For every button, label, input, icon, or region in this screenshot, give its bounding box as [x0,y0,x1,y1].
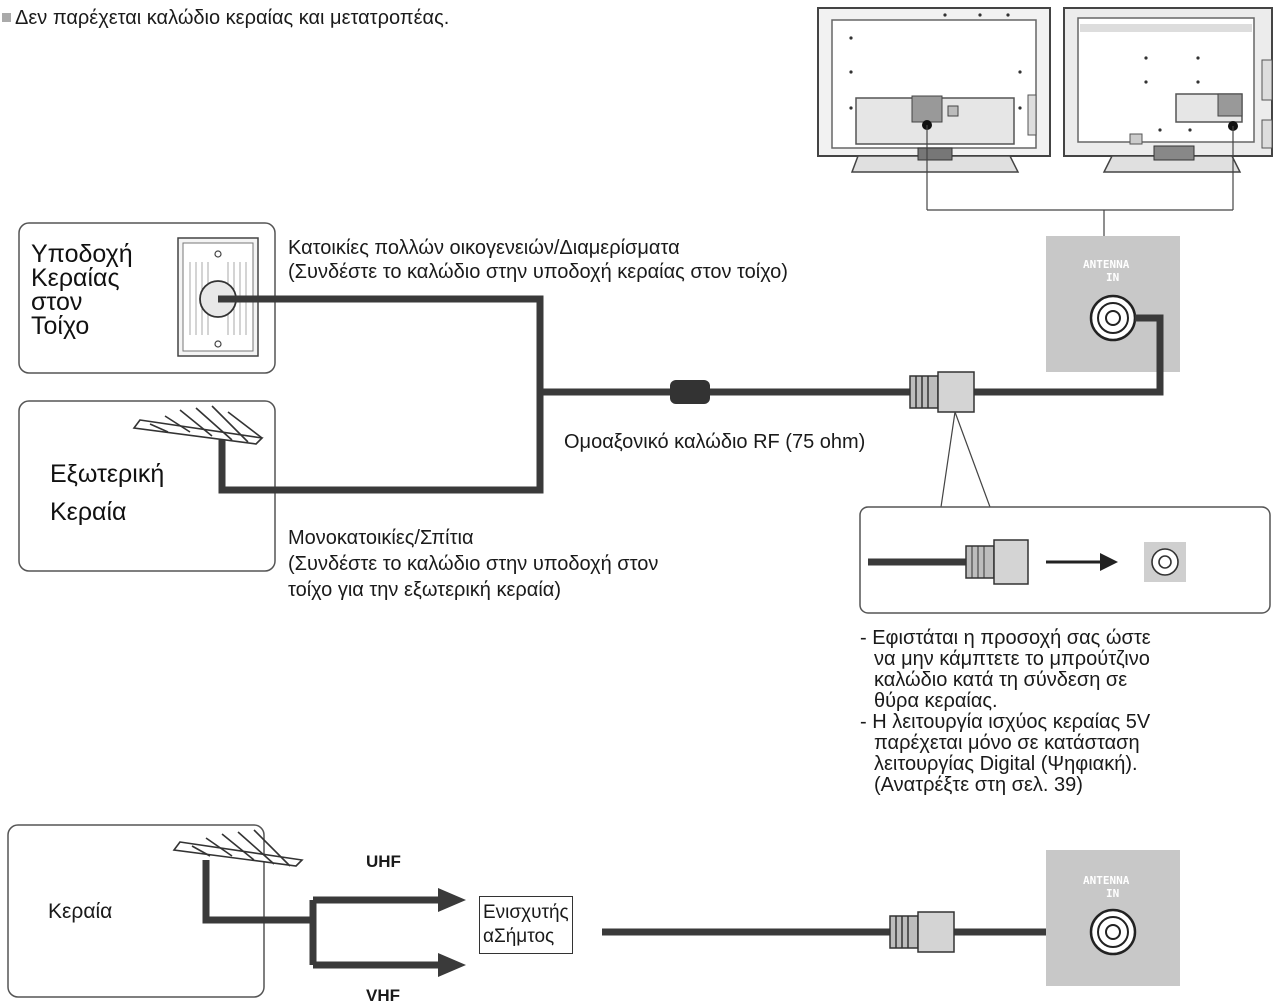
uhf-label: UHF [366,852,401,871]
amplifier-label-line: αΣήμτος [483,926,555,947]
apartments-caption: Κατοικίες πολλών οικογενειών/Διαμερίσματ… [288,236,788,284]
outdoor-antenna-label: Εξωτερική Κεραία [50,455,164,531]
wall-socket-label-line: στον [31,288,83,316]
note-line: - Η λειτουργία ισχύος κεραίας 5V [860,711,1151,733]
port-label-bottom-line2: IN [1106,887,1119,900]
outdoor-antenna-drawing [132,405,264,445]
signal-amplifier-box: Ενισχυτής αΣήμτος [479,896,573,954]
tv-port-callout-lines [926,125,1234,236]
bottom-antenna-drawing [172,829,304,867]
outdoor-antenna-box-outline [18,400,276,572]
antenna-in-port-bottom: ANTENNA IN [1046,850,1180,986]
amplifier-label-line: Ενισχυτής [483,902,569,923]
wall-socket-label-line: Κεραίας [31,264,120,292]
plug-zoom-callout-lines [940,411,991,508]
ferrite-bead [670,380,710,404]
houses-caption-line: (Συνδέστε το καλώδιο στην υποδοχή στον [288,553,659,575]
antenna-in-port-top: ANTENNA IN [1046,236,1180,372]
outdoor-antenna-label-line: Εξωτερική [50,460,165,488]
port-label-bottom-line1: ANTENNA [1083,874,1130,887]
rf-plug-top [909,371,975,413]
note-line: καλώδιο κατά τη σύνδεση σε [874,669,1128,691]
port-label-top-line2: IN [1106,271,1119,284]
note-line: λειτουργίας Digital (Ψηφιακή). [874,753,1138,775]
tv-rear-right-illustration [1063,7,1273,173]
bullet-square-icon [2,13,11,22]
outdoor-antenna-label-line: Κεραία [50,498,127,526]
header-note: Δεν παρέχεται καλώδιο κεραίας και μετατρ… [2,6,449,30]
houses-caption-line: τοίχο για την εξωτερική κεραία) [288,579,562,601]
antenna-box-label: Κεραία [48,900,113,923]
bottom-antenna-box-outline [7,824,265,998]
note-line: παρέχεται μόνο σε κατάσταση [874,732,1140,754]
apartments-caption-line: (Συνδέστε το καλώδιο στην υποδοχή κεραία… [288,261,788,283]
header-note-text: Δεν παρέχεται καλώδιο κεραίας και μετατρ… [15,7,450,29]
note-line: θύρα κεραίας. [874,690,998,712]
rf-plug-bottom [889,911,955,953]
uhf-arrow-head [438,888,466,912]
vhf-label: VHF [366,986,400,1005]
port-label-top-line1: ANTENNA [1083,258,1130,271]
note-line: - Εφιστάται η προσοχή σας ώστε [860,627,1151,649]
wall-socket-label-line: Υποδοχή [31,240,133,268]
note-line: (Ανατρέξτε στη σελ. 39) [874,774,1083,796]
top-coax-cable [218,295,1164,494]
bottom-coax-cable [202,860,1110,969]
note-line: να μην κάμπτετε το μπρούτζινο [874,648,1150,670]
vhf-arrow-head [438,953,466,977]
tv-rear-left-illustration [817,7,1051,173]
houses-caption-line: Μονοκατοικίες/Σπίτια [288,527,474,549]
wall-socket-label-line: Τοίχο [31,312,90,340]
plug-zoom-box-outline [859,506,1271,614]
houses-caption: Μονοκατοικίες/Σπίτια (Συνδέστε το καλώδι… [288,525,658,603]
cable-label: Ομοαξονικό καλώδιο RF (75 ohm) [564,431,866,453]
plug-zoom-detail [868,539,1186,585]
wall-socket-label: Υποδοχή Κεραίας στον Τοίχο [31,240,133,340]
apartments-caption-line: Κατοικίες πολλών οικογενειών/Διαμερίσματ… [288,237,680,259]
